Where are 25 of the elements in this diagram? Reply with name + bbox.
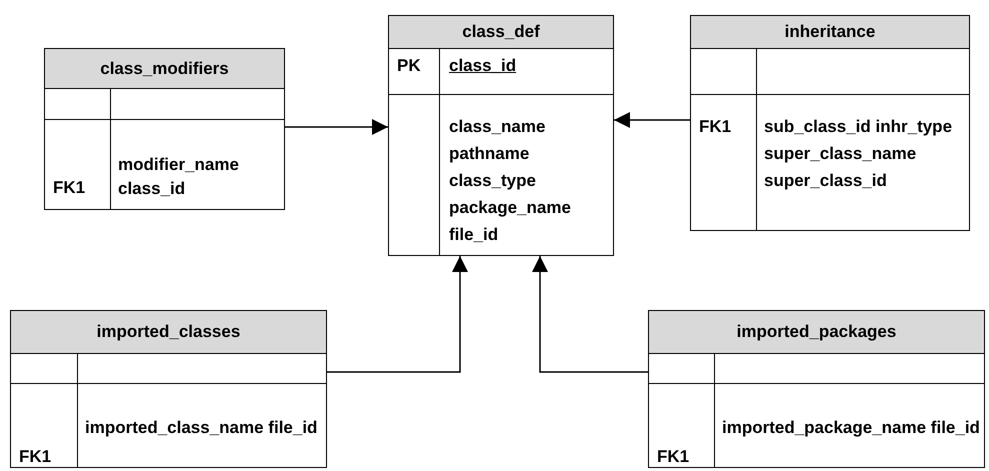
relationship-arrow (327, 256, 468, 373)
table-name: imported_classes (96, 322, 240, 342)
column-names: sub_class_id inhr_type super_class_name super_class_id (764, 116, 954, 192)
column-names: class_name pathname class_type package_name file_id (449, 116, 572, 246)
relationship-arrow (614, 112, 690, 128)
key-label: FK1 (657, 446, 690, 468)
entity-table (648, 310, 985, 468)
key-label: FK1 (19, 446, 52, 468)
entity-table (388, 15, 614, 256)
primary-key-column: class_id (449, 52, 516, 79)
table-name: inheritance (784, 22, 876, 42)
column-names: modifier_name class_id (118, 154, 240, 200)
table-name: class_modifiers (100, 58, 229, 78)
entity-table (10, 310, 327, 468)
entity-table (690, 15, 970, 231)
relationship-arrow (285, 119, 388, 135)
key-label: FK1 (53, 177, 86, 199)
key-label: PK (397, 55, 422, 77)
entity-table (44, 48, 285, 210)
column-names: imported_class_name file_id (85, 417, 318, 439)
relationship-arrow (532, 256, 648, 373)
key-label: FK1 (699, 116, 732, 138)
table-name: imported_packages (736, 322, 896, 342)
column-names: imported_package_name file_id (722, 417, 981, 439)
table-name: class_def (462, 22, 540, 42)
